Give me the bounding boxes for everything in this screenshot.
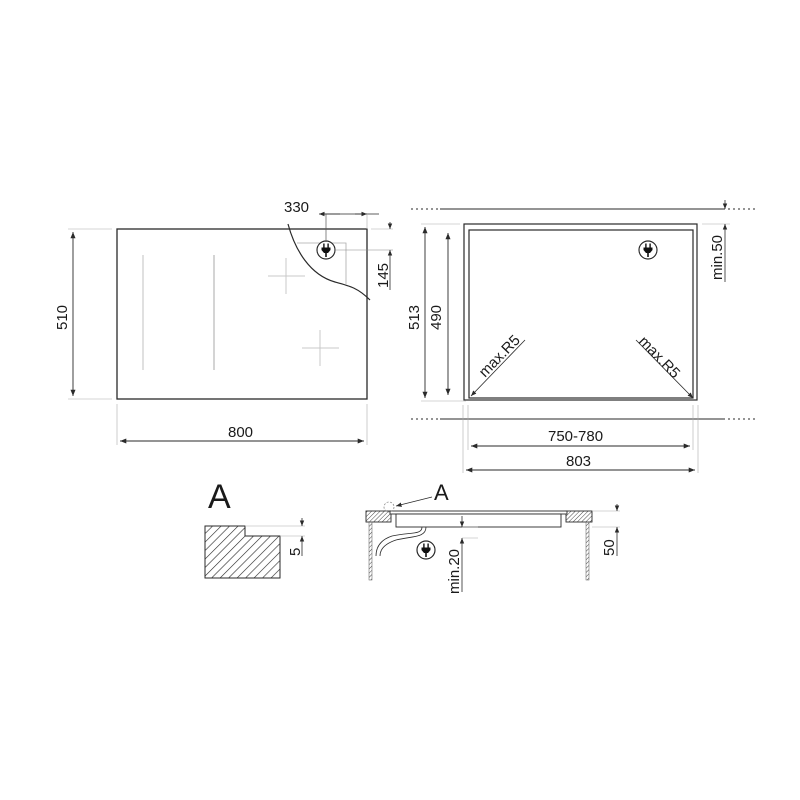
plug-locator-box (297, 242, 347, 284)
detail-a-callout: A (434, 480, 449, 505)
detail-a-title: A (208, 478, 231, 516)
cut-width-dimension: 750-780 (548, 428, 603, 445)
zone-cross-lower (302, 330, 339, 366)
depth-dimension: 50 (601, 539, 618, 556)
radius-left-label: max.R5 (476, 332, 524, 381)
plug-y-dimension: 145 (375, 263, 392, 288)
cabinet-wall-left (368, 521, 373, 581)
worktop-section-hatched (204, 525, 281, 579)
detail-a-marker (383, 501, 395, 513)
hob-body (395, 513, 562, 528)
hob-glass (389, 510, 568, 515)
worktop-right (565, 510, 593, 523)
zone-cross-upper (268, 258, 305, 294)
cabinet-wall-right (585, 521, 590, 581)
outer-outline (463, 223, 698, 401)
top-view: 330 145 510 800 (54, 199, 393, 445)
step-dimension: 5 (287, 548, 304, 556)
section-view: A min.20 50 (365, 480, 620, 594)
width-dimension: 800 (228, 424, 253, 441)
inner-height-dimension: 490 (428, 305, 445, 330)
min-clearance-dimension: min.20 (446, 549, 463, 594)
outer-height-dimension: 513 (406, 305, 423, 330)
plug-icon (416, 540, 436, 560)
height-dimension: 510 (54, 305, 71, 330)
hob-outline (116, 228, 368, 400)
plug-x-dimension: 330 (284, 199, 309, 216)
detail-a: A 5 (204, 478, 305, 579)
power-cable (375, 526, 423, 557)
cutout-view: 513 490 max.R5 max.R5 min.50 750-780 803 (406, 200, 755, 473)
plug-icon (316, 240, 336, 260)
overall-width-dimension: 803 (566, 453, 591, 470)
plug-icon (638, 240, 658, 260)
clearance-dimension: min.50 (709, 235, 726, 280)
radius-right-label: max.R5 (635, 333, 683, 382)
cutout-outline (468, 229, 694, 399)
worktop-left (365, 510, 392, 523)
cutaway-curve (287, 223, 371, 301)
